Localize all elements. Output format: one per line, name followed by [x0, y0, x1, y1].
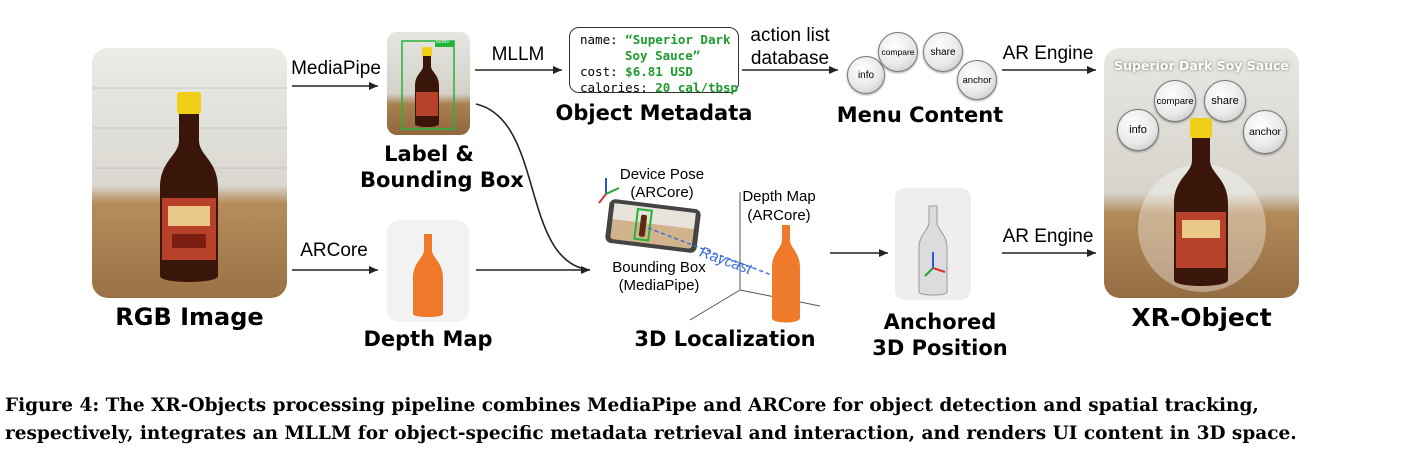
phone-icon	[605, 199, 701, 253]
xr-object-title: XR-Object	[1131, 303, 1272, 332]
metadata-cost-value: $6.81 USD	[625, 64, 693, 79]
metadata-name-row2: Soy Sauce”	[580, 48, 738, 64]
xr-object-image: Superior Dark Soy Sauce	[1104, 48, 1299, 298]
anchored-position-image	[895, 188, 971, 300]
metadata-title: Object Metadata	[555, 101, 753, 125]
metadata-cost-key: cost:	[580, 64, 618, 79]
menu-button-share: share	[923, 32, 963, 72]
xr-button-share[interactable]: share	[1204, 80, 1246, 122]
edge-label-action-line1: action list	[750, 25, 830, 46]
device-pose-axes-icon	[598, 178, 620, 204]
arrow-bbox-to-localization	[475, 103, 591, 271]
localization-title: 3D Localization	[634, 327, 816, 351]
depth-map-panel	[387, 220, 469, 322]
soy-sauce-bottle-image	[92, 87, 287, 282]
rgb-image	[92, 48, 287, 298]
metadata-box: name: “Superior Dark Soy Sauce” cost: $6…	[569, 27, 739, 96]
menu-button-info: info	[847, 56, 885, 94]
figure-caption-line2: respectively, integrates an MLLM for obj…	[5, 423, 1297, 444]
metadata-cost-row: cost: $6.81 USD	[580, 64, 738, 80]
xr-button-anchor[interactable]: anchor	[1243, 110, 1287, 154]
metadata-calories-key: calories:	[580, 80, 648, 95]
menu-content-title: Menu Content	[836, 103, 1004, 127]
edge-label-mllm: MLLM	[491, 44, 545, 65]
bbox-mediapipe-line2: (MediaPipe)	[618, 277, 700, 294]
bbox-mediapipe-line1: Bounding Box	[612, 259, 706, 276]
xr-button-info[interactable]: info	[1117, 109, 1159, 151]
menu-button-compare: compare	[878, 32, 918, 72]
bbox-tag: bottle	[436, 40, 450, 45]
edge-label-arcore: ARCore	[300, 240, 368, 261]
label-bbox-title-line1: Label &	[384, 142, 474, 166]
edge-label-mediapipe: MediaPipe	[291, 58, 381, 79]
device-pose-line1: Device Pose	[619, 166, 705, 183]
edge-label-ar-engine-bottom: AR Engine	[1002, 226, 1094, 247]
metadata-name-key: name:	[580, 32, 618, 47]
xr-button-compare[interactable]: compare	[1154, 80, 1196, 122]
edge-label-ar-engine-top: AR Engine	[1002, 43, 1094, 64]
anchored-title-line2: 3D Position	[872, 336, 1008, 360]
raycast-line	[647, 227, 791, 283]
metadata-name-value-line2: Soy Sauce”	[625, 48, 701, 63]
metadata-calories-value: 20 cal/tbsp	[655, 80, 739, 95]
rgb-image-title: RGB Image	[115, 303, 264, 331]
metadata-name-value-line1: “Superior Dark	[625, 32, 731, 47]
label-bbox-image: bottle	[387, 32, 470, 135]
metadata-calories-row: calories: 20 cal/tbsp	[580, 80, 738, 96]
localization-bottle	[772, 225, 800, 323]
menu-button-anchor: anchor	[957, 60, 997, 100]
device-pose-line2: (ARCore)	[630, 184, 694, 201]
depth-map-arcore-line1: Depth Map	[742, 188, 816, 205]
anchored-title-line1: Anchored	[883, 310, 997, 334]
depth-map-title: Depth Map	[363, 327, 493, 351]
figure-caption-line1: Figure 4: The XR-Objects processing pipe…	[5, 395, 1259, 416]
edge-label-action-line2: database	[750, 48, 830, 69]
depth-map-arcore-line2: (ARCore)	[747, 207, 811, 224]
label-bbox-title-line2: Bounding Box	[360, 168, 524, 192]
metadata-name-row: name: “Superior Dark	[580, 32, 738, 48]
xr-product-title: Superior Dark Soy Sauce	[1114, 58, 1289, 73]
